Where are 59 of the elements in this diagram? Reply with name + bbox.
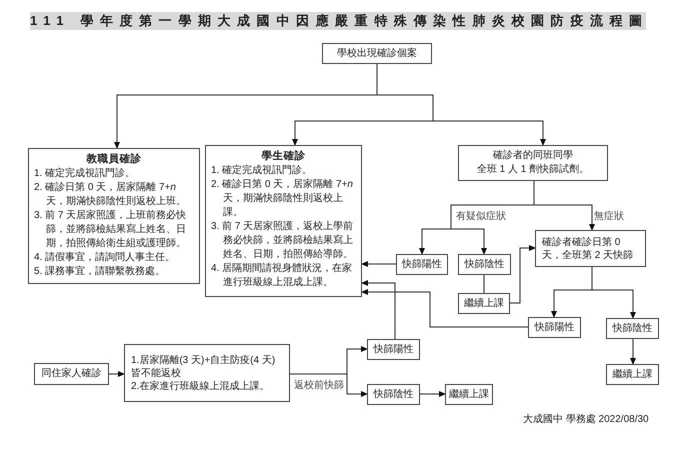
process-box [367,339,420,360]
connector-arrow [290,374,368,397]
edge-label: 無症狀 [594,210,624,223]
connector-arrow [420,391,446,397]
process-box [458,145,608,181]
box-text: 學校出現確診個案 [337,46,417,60]
list-item: 5. 課務事宜，請聯繫教務處。 [34,265,166,279]
process-box [322,43,432,64]
box-heading: 學生確診 [260,149,306,164]
process-box [606,364,659,385]
process-box [458,254,511,275]
process-box [445,384,493,405]
process-box [28,148,200,284]
list-item: 3. 前 7 天居家照護，上班前務必快篩，並將篩檢結果寫上姓名、日期，拍照傳給衛生組或護理師。 [34,209,188,251]
box-heading: 教職員確診 [85,152,142,167]
process-box [205,145,362,297]
connector-arrow [361,280,396,340]
edge-label: 返校前快篩 [294,379,344,392]
process-box [367,384,420,405]
box-text: 全班 1 人 1 劑快篩試劑。 [476,163,590,177]
box-text: 確診者確診日第 0 天，全班第 2 天快篩 [542,236,634,262]
process-box [458,293,510,314]
list-item: 1. 確定完成視訊門診。 [34,167,136,181]
box-text: 快篩陽性 [374,342,414,356]
process-box [606,318,659,339]
process-box [34,363,109,385]
list-item: 4. 請假事宜，請詢問人事主任。 [34,251,176,265]
connector-arrow [592,266,636,319]
box-text: 快篩陰性 [464,258,504,272]
title: 111 學年度第一學期大成國中因應嚴重特殊傳染性肺炎校園防疫流程圖 [30,12,646,30]
box-text: 2.在家進行班級線上混成上課。 [131,380,270,392]
process-box [124,344,290,402]
list-item: 3. 前 7 天居家照護，返校上學前務必快篩，並將篩檢結果寫上姓名、日期，拍照傳給導師。 [211,220,354,262]
list-item: 2. 確診日第 0 天，居家隔離 7+n 天，期滿快篩陰性則返校上課。 [211,178,354,220]
process-box [535,230,646,267]
process-box [396,254,448,275]
box-text: 快篩陰性 [612,322,652,336]
footer-note: 大成國中 學務處 2022/08/30 [523,412,649,427]
box-text: 繼續上課 [449,388,489,402]
box-text: 1.居家隔離(3 天)+自主防疫(4 天)皆不能返校 [131,354,276,380]
list-item: 2. 確診日第 0 天，居家隔離 7+n 天，期滿快篩陰性則返校上班。 [34,181,187,209]
connector-arrow [361,261,396,267]
connector-arrow [361,289,528,328]
box-text: 快篩陰性 [374,388,414,402]
connector-arrow [108,371,125,377]
list-item: 1. 確定完成視訊門診。 [211,164,314,178]
edge-label: 有疑似症狀 [456,210,506,223]
process-box [528,317,581,338]
box-text: 繼續上課 [464,296,504,310]
box-text: 確診者的同班同學 [493,149,573,163]
box-text: 快篩陽性 [534,320,574,334]
connector-arrow [376,64,546,146]
connector-arrow [630,338,636,365]
box-text: 同住家人確診 [42,367,102,381]
connector-arrow [510,245,536,304]
box-text: 繼續上課 [612,368,652,382]
connector-arrow [534,180,595,231]
box-text: 快篩陽性 [402,258,442,272]
list-item: 4. 居隔期間請視身體狀況，在家進行班級線上混成上課。 [211,262,354,290]
